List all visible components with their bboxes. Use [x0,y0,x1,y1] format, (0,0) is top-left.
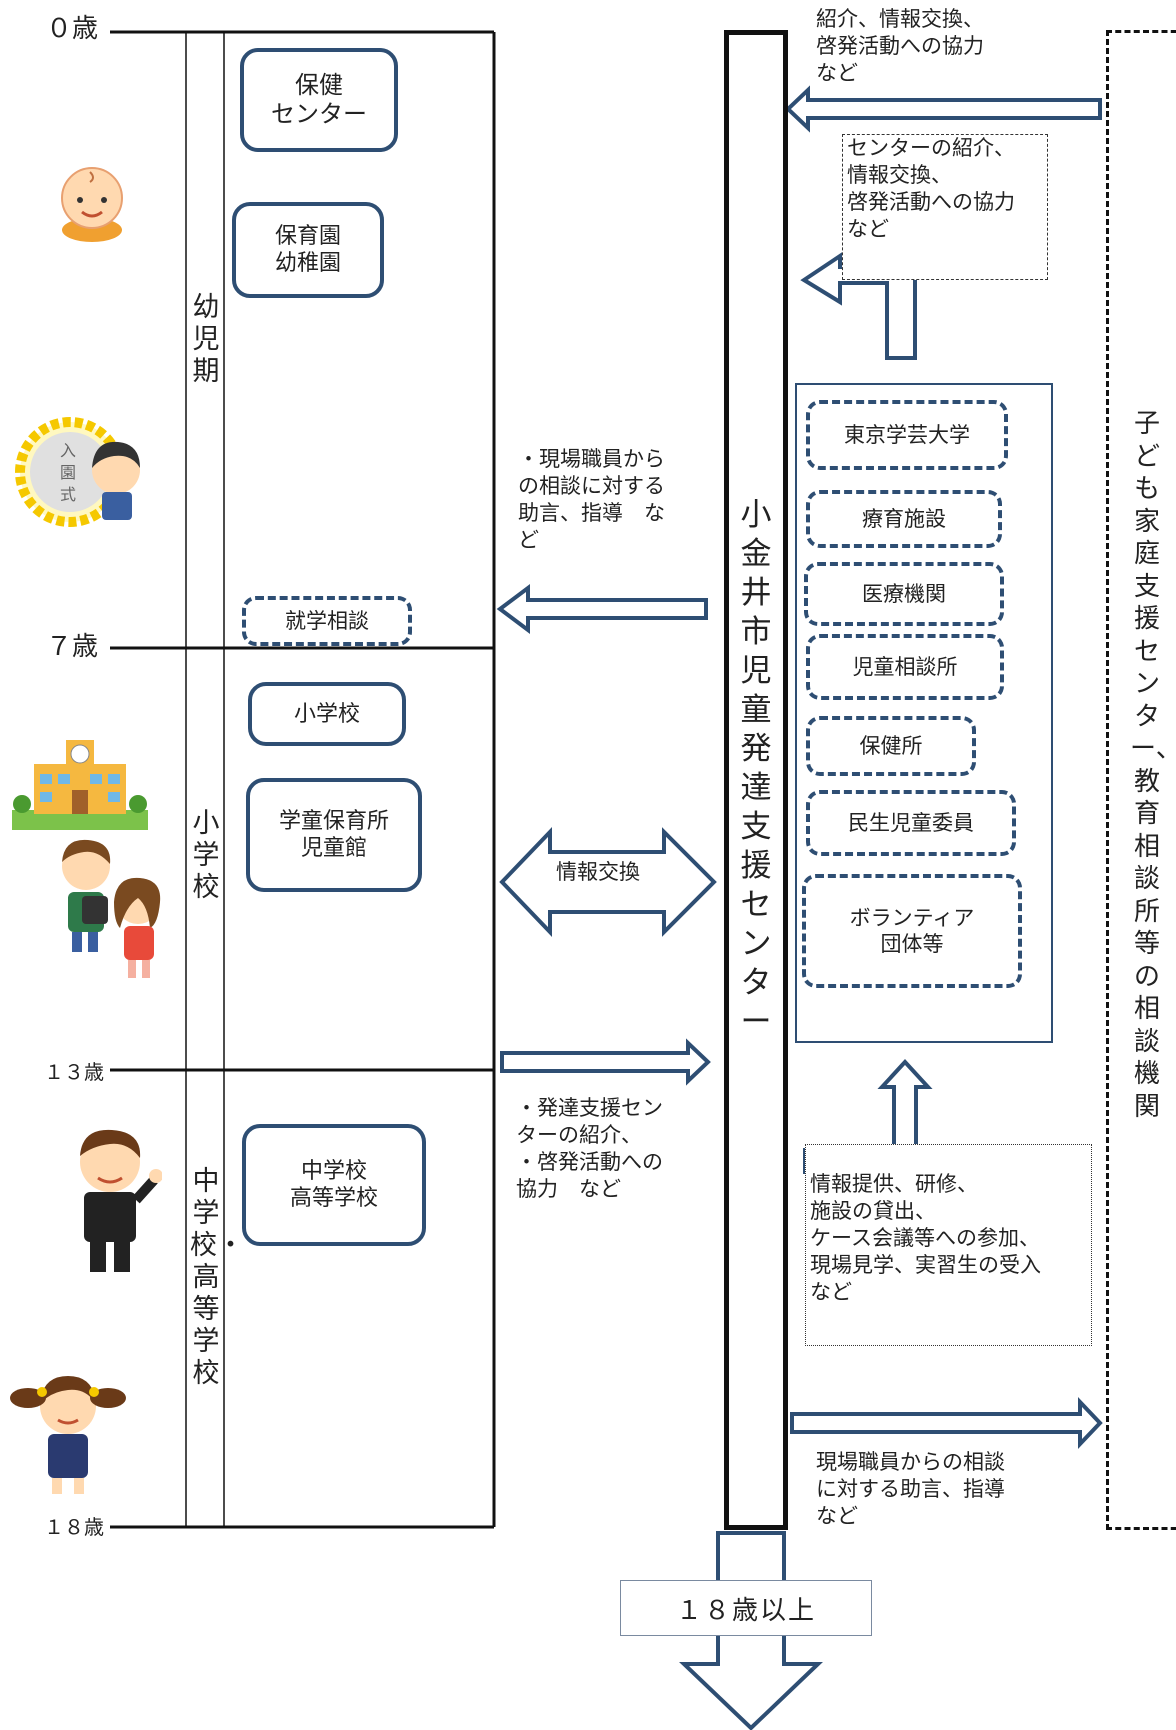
advice-arrow [496,584,708,634]
orgs-to-center-arrow [800,252,917,360]
bottom-outgoing-note: 現場職員からの相談 に対する助言、指導 など [816,1450,1005,1528]
org-medical: 医療機関 [804,562,1004,626]
incoming-top-arrow [785,85,1102,133]
school-consultation-box: 就学相談 [242,596,412,646]
stage-elementary: 小学校 [192,808,220,903]
junior-high-box: 中学校 高等学校 [242,1124,426,1246]
intro-note: ・発達支援セン ターの紹介、 ・啓発活動への 協力 など [516,1096,663,1201]
org-public-health: 保健所 [806,716,976,776]
svg-text:園: 園 [60,463,76,482]
age-7-label: ７歳 [46,632,99,662]
health-center-box: 保健 センター [240,48,398,152]
center-column [724,30,788,1530]
org-therapy-facility: 療育施設 [806,490,1002,548]
age-13-label: １３歳 [44,1060,104,1084]
stage-secondary: 中学校・高等学校 [190,1166,244,1389]
consultation-agencies-title: 子ども家庭支援センター、教育相談所等の相談機関 [1130,409,1176,1122]
schoolgirl-icon [10,1376,126,1494]
age-18-label: １８歳 [44,1515,104,1539]
age-0-label: ０歳 [46,14,99,44]
intro-arrow [500,1038,711,1086]
outgoing-bottom-arrow [790,1397,1103,1449]
advice-note: ・現場職員から の相談に対する 助言、指導 な ど [518,447,665,552]
org-volunteer: ボランティア 団体等 [802,874,1022,988]
info-exchange-arrow [499,827,717,937]
org-tokyo-gakugei: 東京学芸大学 [806,400,1008,470]
timeline-frame [110,30,496,1529]
baby-icon [61,167,123,242]
consultation-agencies-column [1106,30,1176,1530]
orgs-to-center-note: センターの紹介、 情報交換、 啓発活動への協力 など [842,134,1048,280]
center-to-orgs-note: 情報提供、研修、 施設の貸出、 ケース会議等への参加、 現場見学、実習生の受入 … [805,1144,1092,1346]
school-building-icon [12,740,148,830]
junior-high-boy-icon [80,1129,162,1272]
svg-text:式: 式 [60,485,76,504]
info-exchange-label: 情報交換 [556,860,640,884]
afterschool-box: 学童保育所 児童館 [246,778,422,892]
entrance-ceremony-icon: 入 園 式 [15,417,140,527]
center-title: 小金井市児童発達支援センター [740,497,772,1040]
svg-text:入: 入 [60,441,76,460]
schoolchildren-icon [62,839,161,978]
stage-preschool: 幼児期 [192,292,220,387]
top-incoming-note: 紹介、情報交換、 啓発活動への協力 など [816,7,984,85]
adult-label-box: １８歳以上 [620,1580,872,1636]
elementary-school-box: 小学校 [248,682,406,746]
org-child-guidance: 児童相談所 [806,634,1004,700]
nursery-kindergarten-box: 保育園 幼稚園 [232,202,384,298]
adult-label: １８歳以上 [675,1595,816,1626]
org-welfare-commissioner: 民生児童委員 [806,790,1016,856]
